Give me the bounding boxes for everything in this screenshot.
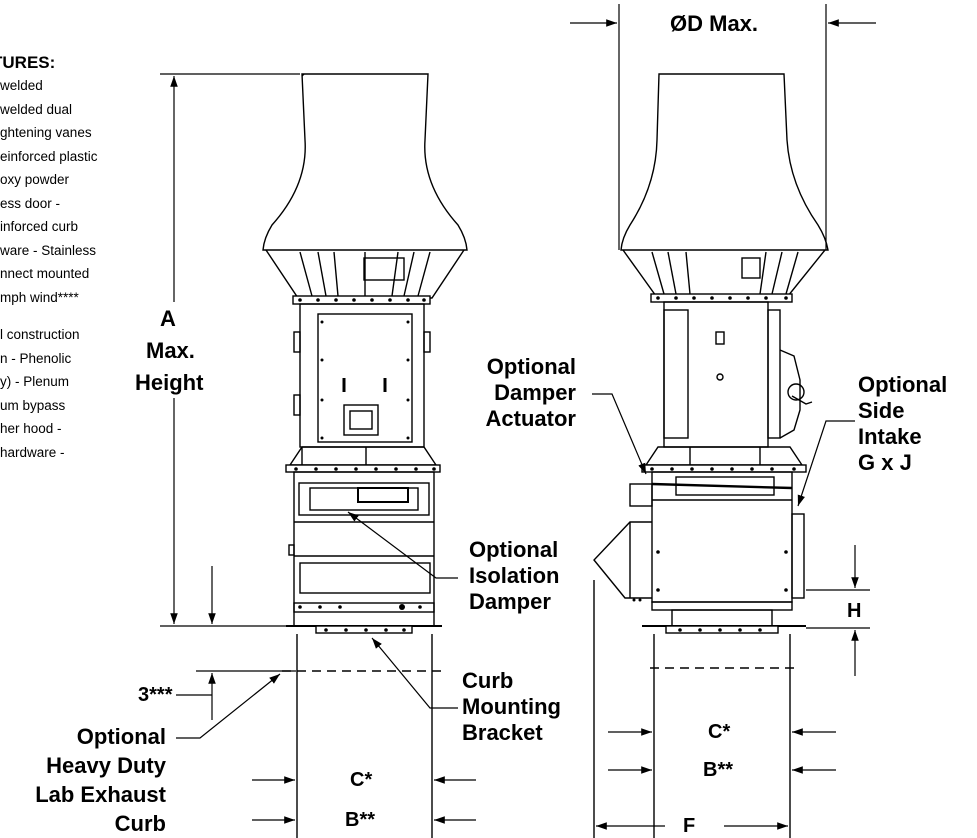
feature-line: welded <box>0 78 43 93</box>
dim-3-label: 3*** <box>138 684 173 706</box>
feature-line: l construction <box>0 327 80 342</box>
height-label-word: Height <box>135 370 204 395</box>
side-intake-line-3: Intake <box>858 424 922 449</box>
feature-line: inforced curb <box>0 219 79 234</box>
isolation-damper-line-1: Optional <box>469 537 559 562</box>
curb-bracket-line-3: Bracket <box>462 720 543 745</box>
dim-f-label: F <box>683 815 696 837</box>
lab-curb-line-2: Heavy Duty <box>46 753 166 778</box>
left-fan-view <box>262 73 468 838</box>
damper-actuator-line-3: Actuator <box>485 406 576 431</box>
dim-c-left-label: C* <box>350 769 373 791</box>
lab-curb-line-1: Optional <box>76 724 166 749</box>
leader-lines <box>176 393 855 739</box>
height-label-a: A <box>160 306 176 331</box>
side-intake-line-1: Optional <box>858 372 948 397</box>
left-plenum <box>293 471 435 613</box>
dim-b-right-label: B** <box>703 759 734 781</box>
feature-line: ess door - <box>0 195 61 211</box>
side-intake-label: Optional Side Intake G x J <box>858 372 947 476</box>
feature-line: ghtening vanes <box>0 125 92 140</box>
dim-c-right-label: C* <box>708 721 731 743</box>
lab-curb-line-4: Curb <box>114 811 166 836</box>
feature-line: mph wind**** <box>0 289 79 305</box>
damper-actuator-label: Optional Damper Actuator <box>468 354 576 432</box>
feature-line: n - Phenolic <box>0 350 72 366</box>
isolation-damper-line-3: Damper <box>469 589 551 614</box>
feature-line: oxy powder <box>0 172 70 187</box>
isolation-damper-line-2: Isolation <box>469 563 560 588</box>
features-list: TURES: welded welded dual ghtening vanes… <box>0 52 165 464</box>
right-nozzle <box>620 73 829 251</box>
curb-bracket-line-2: Mounting <box>462 694 561 719</box>
left-nozzle <box>262 73 468 251</box>
dim-h-label: H <box>847 600 862 622</box>
right-plenum <box>651 471 793 603</box>
curb-bracket-line-1: Curb <box>462 668 514 693</box>
dimension-lines <box>160 4 876 830</box>
curb-bracket-label: Curb Mounting Bracket <box>462 668 561 746</box>
right-fan-view <box>593 73 829 838</box>
feature-line: um bypass <box>0 397 66 413</box>
features-heading: TURES: <box>0 53 56 72</box>
diameter-label: ØD Max. <box>670 11 759 36</box>
height-label-max: Max. <box>146 338 195 363</box>
right-fan-housing <box>663 301 769 448</box>
side-intake-line-4: G x J <box>858 450 912 475</box>
feature-line: y) - Plenum <box>0 374 70 389</box>
feature-line: her hood - <box>0 421 62 436</box>
feature-line: nnect mounted <box>0 266 90 281</box>
feature-line: einforced plastic <box>0 148 98 164</box>
lab-curb-label: Optional Heavy Duty Lab Exhaust Curb <box>4 722 166 838</box>
side-intake-line-2: Side <box>858 398 905 423</box>
damper-actuator-line-1: Optional <box>486 354 576 379</box>
feature-line: welded dual <box>0 101 73 117</box>
feature-line: hardware - <box>0 444 65 460</box>
lab-curb-line-3: Lab Exhaust <box>35 782 166 807</box>
feature-line: ware - Stainless <box>0 242 97 258</box>
dim-b-left-label: B** <box>345 809 376 831</box>
damper-actuator-line-2: Damper <box>494 380 576 405</box>
isolation-damper-label: Optional Isolation Damper <box>469 537 559 615</box>
